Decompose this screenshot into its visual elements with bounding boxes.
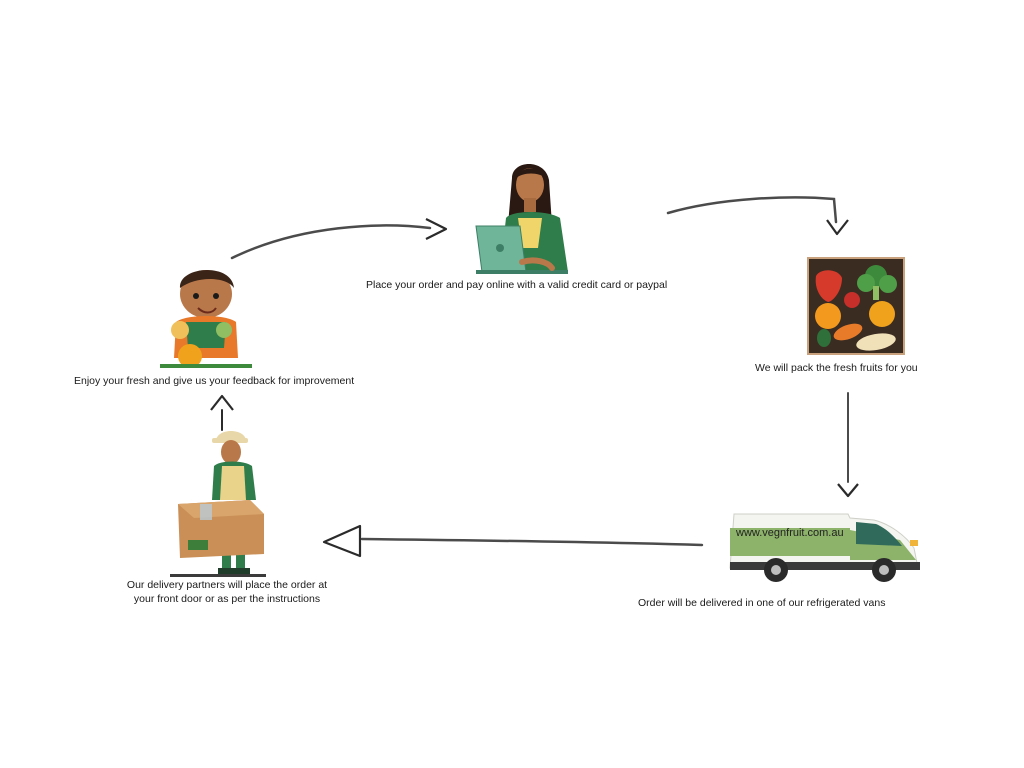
arrow-doorstep-to-enjoy bbox=[210, 394, 234, 431]
arrow-enjoy-to-order bbox=[230, 218, 448, 260]
pack-step-caption: We will pack the fresh fruits for you bbox=[755, 362, 918, 374]
doorstep-step-caption: Our delivery partners will place the ord… bbox=[112, 578, 342, 606]
fruit-crate-icon bbox=[807, 257, 905, 355]
van-website-label: www.vegnfruit.com.au bbox=[735, 527, 844, 539]
arrow-pack-to-deliver bbox=[837, 392, 859, 498]
order-step-caption: Place your order and pay online with a v… bbox=[366, 279, 668, 291]
enjoy-step-caption: Enjoy your fresh and give us your feedba… bbox=[74, 375, 355, 387]
delivery-van-icon: www.vegnfruit.com.au bbox=[729, 513, 920, 582]
arrow-order-to-pack bbox=[666, 196, 849, 236]
delivery-man-icon bbox=[170, 431, 266, 577]
deliver-step-caption: Order will be delivered in one of our re… bbox=[638, 597, 886, 609]
doorstep-caption-line2: your front door or as per the instructio… bbox=[133, 593, 321, 605]
doorstep-caption-line1: Our delivery partners will place the ord… bbox=[126, 579, 328, 591]
arrow-deliver-to-doorstep bbox=[322, 524, 704, 558]
child-eating-icon bbox=[160, 269, 252, 368]
woman-laptop-icon bbox=[475, 164, 568, 274]
